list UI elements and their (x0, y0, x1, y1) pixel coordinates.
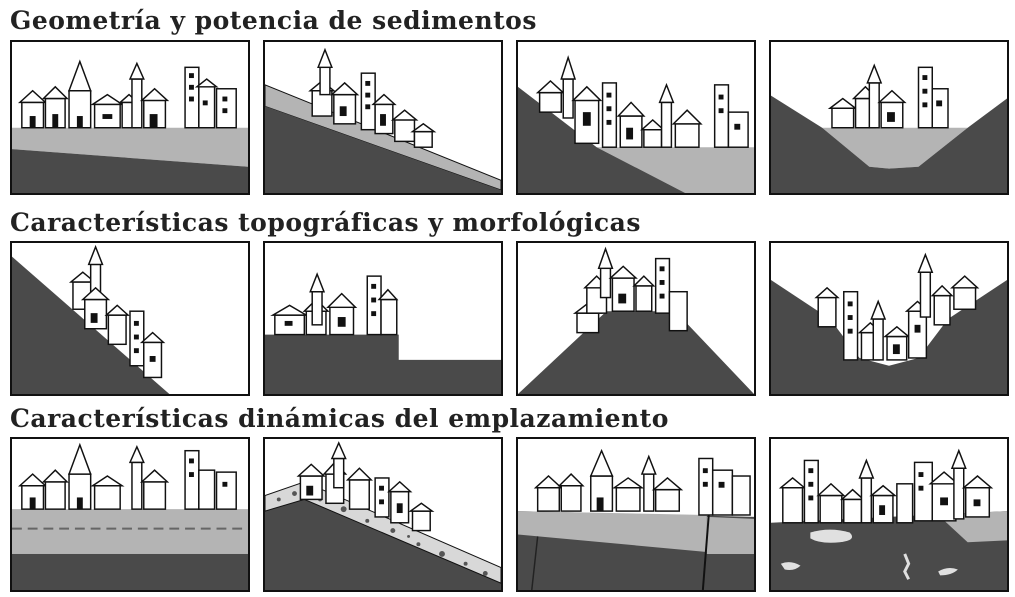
panel-faulted-ground (516, 437, 756, 592)
panel-terrace-step (263, 241, 503, 396)
section-title-topography: Características topográficas y morfológi… (10, 208, 641, 237)
panel-valley-fill-wedge (516, 40, 756, 195)
panel-landslide-debris (263, 437, 503, 592)
panel-valley-floor (769, 241, 1009, 396)
row-geometry (0, 40, 1015, 200)
panel-hilltop (516, 241, 756, 396)
panel-sloped-layer (263, 40, 503, 195)
panel-steep-slope (10, 241, 250, 396)
section-title-geometry: Geometría y potencia de sedimentos (10, 6, 537, 35)
panel-horizontal-layer (10, 40, 250, 195)
panel-water-table (10, 437, 250, 592)
row-topography (0, 241, 1015, 401)
panel-basin-fill (769, 40, 1009, 195)
panel-karst-cavities (769, 437, 1009, 592)
row-dynamics (0, 437, 1015, 597)
section-title-dynamics: Características dinámicas del emplazamie… (10, 404, 669, 433)
